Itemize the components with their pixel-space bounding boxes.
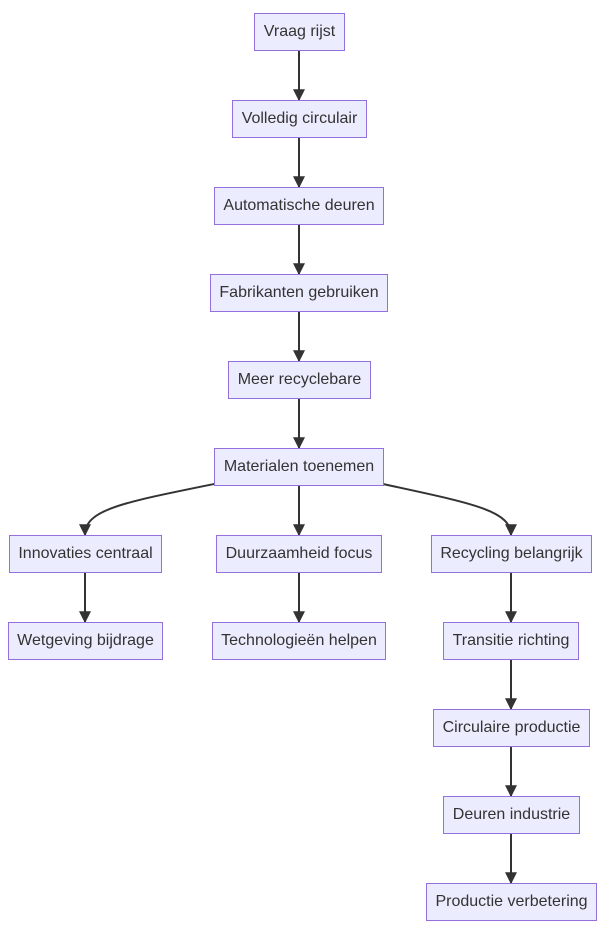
- node-vraag-rijst: Vraag rijst: [254, 13, 345, 51]
- node-automatische-deuren: Automatische deuren: [214, 187, 384, 225]
- edge-8: [382, 483, 517, 537]
- node-duurzaamheid-focus: Duurzaamheid focus: [216, 535, 382, 573]
- node-circulaire-productie: Circulaire productie: [433, 709, 590, 747]
- node-productie-verbetering: Productie verbetering: [426, 883, 597, 921]
- node-technologieen-helpen: Technologieën helpen: [212, 622, 386, 660]
- node-deuren-industrie: Deuren industrie: [443, 796, 580, 834]
- node-recycling-belangrijk: Recycling belangrijk: [431, 535, 592, 573]
- edge-6: [79, 483, 215, 537]
- node-volledig-circulair: Volledig circulair: [232, 100, 367, 138]
- node-materialen-toenemen: Materialen toenemen: [214, 448, 384, 486]
- node-innovaties-centraal: Innovaties centraal: [9, 535, 162, 573]
- node-wetgeving-bijdrage: Wetgeving bijdrage: [8, 622, 163, 660]
- node-fabrikanten-gebruiken: Fabrikanten gebruiken: [210, 274, 388, 312]
- node-transitie-richting: Transitie richting: [443, 622, 579, 660]
- node-meer-recyclebare: Meer recyclebare: [228, 361, 371, 399]
